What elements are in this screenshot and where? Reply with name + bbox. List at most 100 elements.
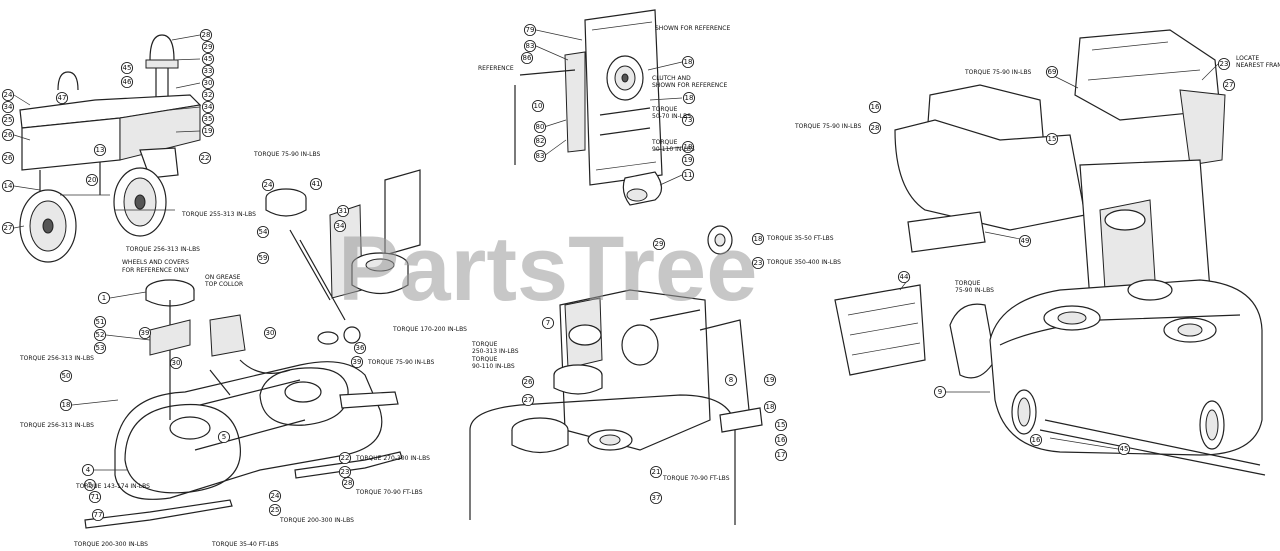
callout-number: 24 bbox=[4, 91, 13, 99]
callout-circle bbox=[350, 355, 364, 369]
callout-circle bbox=[353, 341, 367, 355]
callout-number: 34 bbox=[336, 222, 345, 230]
callout-number: 28 bbox=[202, 31, 211, 39]
part-callout: 19 bbox=[201, 124, 215, 138]
callout-circle bbox=[201, 52, 215, 66]
callout-circle bbox=[1217, 57, 1231, 71]
callout-number: 45 bbox=[1120, 445, 1129, 453]
part-callout: 39 bbox=[138, 326, 152, 340]
callout-circle bbox=[201, 40, 215, 54]
part-callout: 83 bbox=[533, 149, 547, 163]
part-callout: 36 bbox=[353, 341, 367, 355]
callout-number: 36 bbox=[356, 344, 365, 352]
torque-label: TORQUE 256-313 IN-LBS bbox=[19, 355, 94, 362]
callout-circle bbox=[681, 140, 695, 154]
torque-label: TORQUE 350-400 IN-LBS bbox=[766, 259, 841, 266]
callout-number: 24 bbox=[264, 181, 273, 189]
part-callout: 50 bbox=[59, 369, 73, 383]
callout-number: 18 bbox=[754, 235, 763, 243]
torque-label: TORQUE 270-300 IN-LBS bbox=[355, 455, 430, 462]
part-callout: 37 bbox=[649, 491, 663, 505]
callout-circle bbox=[531, 99, 545, 113]
part-callout: 52 bbox=[93, 328, 107, 342]
callout-circle bbox=[1, 113, 15, 127]
part-callout: 13 bbox=[93, 143, 107, 157]
callout-number: 26 bbox=[4, 131, 13, 139]
callout-number: 73 bbox=[684, 116, 693, 124]
callout-number: 77 bbox=[94, 511, 103, 519]
tractor-chassis-assembly bbox=[834, 29, 1266, 476]
callout-number: 31 bbox=[339, 207, 348, 215]
callout-circle bbox=[1, 100, 15, 114]
part-callout: 27 bbox=[521, 393, 535, 407]
torque-label: TORQUE 70-90 FT-LBS bbox=[662, 475, 730, 482]
callout-circle bbox=[1, 128, 15, 142]
callout-number: 45 bbox=[123, 64, 132, 72]
callout-number: 16 bbox=[871, 103, 880, 111]
callout-circle bbox=[341, 476, 355, 490]
part-callout: 71 bbox=[88, 490, 102, 504]
callout-circle bbox=[201, 112, 215, 126]
part-callout: 27 bbox=[1222, 78, 1236, 92]
callout-circle bbox=[81, 463, 95, 477]
callout-number: 19 bbox=[684, 156, 693, 164]
callout-circle bbox=[256, 251, 270, 265]
torque-label: CLUTCH AND bbox=[652, 75, 691, 82]
callout-number: 18 bbox=[766, 403, 775, 411]
part-callout: 25 bbox=[1, 113, 15, 127]
callout-number: 26 bbox=[524, 378, 533, 386]
callout-number: 82 bbox=[536, 137, 545, 145]
callout-circle bbox=[681, 55, 695, 69]
callout-circle bbox=[201, 76, 215, 90]
torque-label: 50-70 IN-LBS bbox=[652, 113, 691, 120]
part-callout: 44 bbox=[897, 270, 911, 284]
callout-circle bbox=[1117, 442, 1131, 456]
callout-number: 9 bbox=[938, 388, 942, 396]
part-callout: 73 bbox=[681, 113, 695, 127]
callout-number: 14 bbox=[4, 182, 13, 190]
part-callout: 54 bbox=[256, 225, 270, 239]
part-callout: 47 bbox=[55, 91, 69, 105]
callout-number: 35 bbox=[204, 115, 213, 123]
part-callout: 9 bbox=[933, 385, 947, 399]
part-callout: 28 bbox=[199, 28, 213, 42]
callout-number: 10 bbox=[534, 102, 543, 110]
part-callout: 22 bbox=[338, 451, 352, 465]
callout-number: 33 bbox=[204, 67, 213, 75]
part-callout: 45 bbox=[201, 52, 215, 66]
torque-label: TORQUE 75-90 IN-LBS bbox=[253, 151, 320, 158]
part-callout: 35 bbox=[201, 112, 215, 126]
callout-number: 22 bbox=[201, 154, 210, 162]
part-callout: 24 bbox=[261, 178, 275, 192]
callout-circle bbox=[774, 418, 788, 432]
callout-circle bbox=[1045, 65, 1059, 79]
callout-number: 37 bbox=[652, 494, 661, 502]
part-callout: 14 bbox=[1, 179, 15, 193]
callout-number: 51 bbox=[96, 318, 105, 326]
callout-number: 22 bbox=[341, 454, 350, 462]
part-callout: 8 bbox=[724, 373, 738, 387]
torque-label: TORQUE 255-313 IN-LBS bbox=[181, 211, 256, 218]
torque-label: LOCATE bbox=[1236, 55, 1259, 62]
part-callout: 86 bbox=[520, 51, 534, 65]
torque-label: TORQUE 35-50 FT-LBS bbox=[766, 235, 834, 242]
part-callout: 34 bbox=[1, 100, 15, 114]
callout-number: 28 bbox=[344, 479, 353, 487]
callout-circle bbox=[1029, 433, 1043, 447]
callout-circle bbox=[268, 489, 282, 503]
part-callout: 28 bbox=[868, 121, 882, 135]
callout-circle bbox=[521, 393, 535, 407]
callout-number: 18 bbox=[684, 143, 693, 151]
callout-number: 24 bbox=[271, 492, 280, 500]
torque-label: 90-110 IN-LBS bbox=[652, 146, 695, 153]
callout-circle bbox=[681, 113, 695, 127]
part-callout: 29 bbox=[201, 40, 215, 54]
leader-lines bbox=[13, 29, 1219, 471]
part-callout: 79 bbox=[523, 23, 537, 37]
callout-number: 59 bbox=[259, 254, 268, 262]
torque-label: FOR REFERENCE ONLY bbox=[122, 267, 190, 274]
callout-number: 29 bbox=[204, 43, 213, 51]
torque-label: NEAREST FRAME bbox=[1236, 62, 1280, 69]
callout-number: 18 bbox=[62, 401, 71, 409]
callout-circle bbox=[268, 503, 282, 517]
